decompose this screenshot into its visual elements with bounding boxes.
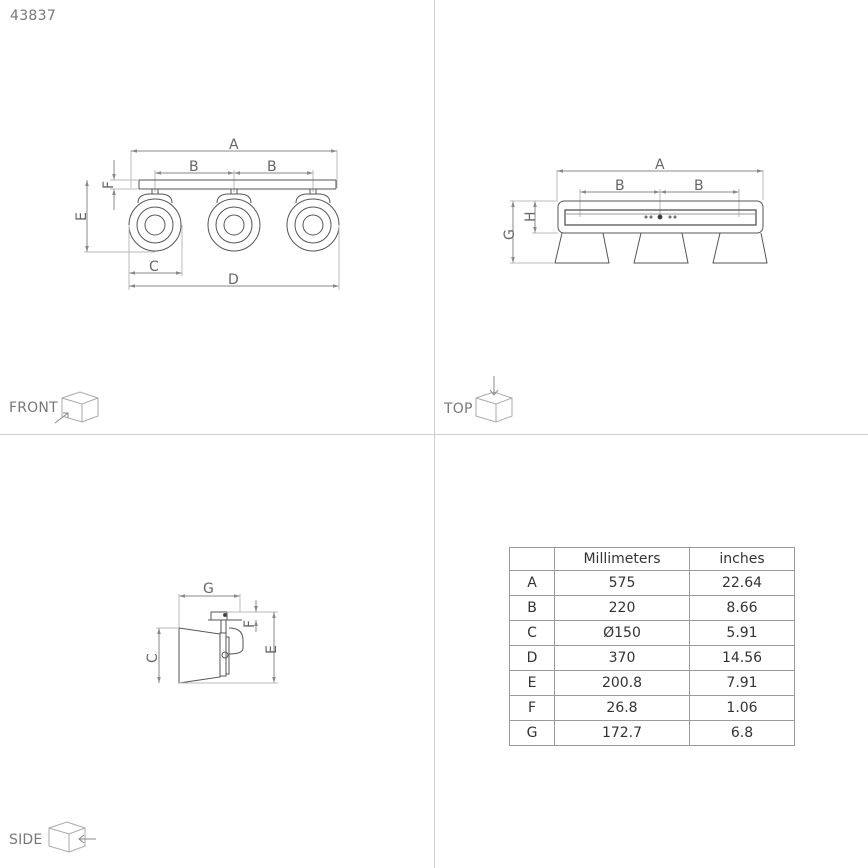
row-mm: 575 (554, 570, 690, 596)
row-key: E (509, 670, 555, 696)
front-dim-a: A (229, 137, 239, 153)
row-in: 5.91 (689, 620, 795, 646)
front-dim-e: E (74, 212, 90, 221)
front-view-label: FRONT (9, 400, 58, 416)
dimensions-table: Millimeters inches A 575 22.64 B 220 8.6… (509, 547, 795, 746)
top-dim-b1: B (615, 178, 625, 194)
front-view-drawing (84, 149, 340, 290)
row-mm: 370 (554, 645, 690, 671)
row-in: 1.06 (689, 695, 795, 721)
table-row: E 200.8 7.91 (509, 670, 795, 696)
quadrant-divider-horizontal (0, 434, 868, 435)
front-dim-f: F (101, 181, 117, 189)
row-in: 6.8 (689, 720, 795, 746)
side-view-drawing (156, 594, 278, 684)
front-view-cube-icon (54, 391, 99, 424)
table-row: C Ø150 5.91 (509, 620, 795, 646)
top-view-drawing (510, 169, 768, 264)
front-dim-b2: B (267, 159, 277, 175)
top-dim-h: H (523, 211, 539, 222)
table-header-key (509, 547, 555, 571)
row-in: 14.56 (689, 645, 795, 671)
side-view-label: SIDE (9, 832, 43, 848)
row-mm: 172.7 (554, 720, 690, 746)
top-view-label: TOP (444, 401, 473, 417)
front-dim-b1: B (189, 159, 199, 175)
top-dim-g: G (502, 229, 518, 240)
row-in: 7.91 (689, 670, 795, 696)
top-dim-a: A (655, 157, 665, 173)
top-dim-b2: B (694, 178, 704, 194)
side-dim-e: E (264, 645, 280, 654)
side-dim-f: F (242, 620, 258, 628)
row-in: 8.66 (689, 595, 795, 621)
row-in: 22.64 (689, 570, 795, 596)
table-row: B 220 8.66 (509, 595, 795, 621)
table-header-mm: Millimeters (554, 547, 690, 571)
row-key: G (509, 720, 555, 746)
front-dim-c: C (149, 259, 159, 275)
table-row: A 575 22.64 (509, 570, 795, 596)
row-mm: 200.8 (554, 670, 690, 696)
table-row: D 370 14.56 (509, 645, 795, 671)
table-row: F 26.8 1.06 (509, 695, 795, 721)
row-mm: Ø150 (554, 620, 690, 646)
side-dim-c: C (145, 653, 161, 663)
table-header-in: inches (689, 547, 795, 571)
side-view-cube-icon (48, 821, 96, 853)
row-key: A (509, 570, 555, 596)
top-view-cube-icon (475, 376, 513, 423)
table-header-row: Millimeters inches (509, 547, 795, 571)
row-key: B (509, 595, 555, 621)
row-key: C (509, 620, 555, 646)
row-key: F (509, 695, 555, 721)
front-dim-d: D (228, 272, 239, 288)
row-mm: 220 (554, 595, 690, 621)
row-key: D (509, 645, 555, 671)
row-mm: 26.8 (554, 695, 690, 721)
product-id: 43837 (10, 8, 57, 24)
table-row: G 172.7 6.8 (509, 720, 795, 746)
side-dim-g: G (203, 581, 214, 597)
